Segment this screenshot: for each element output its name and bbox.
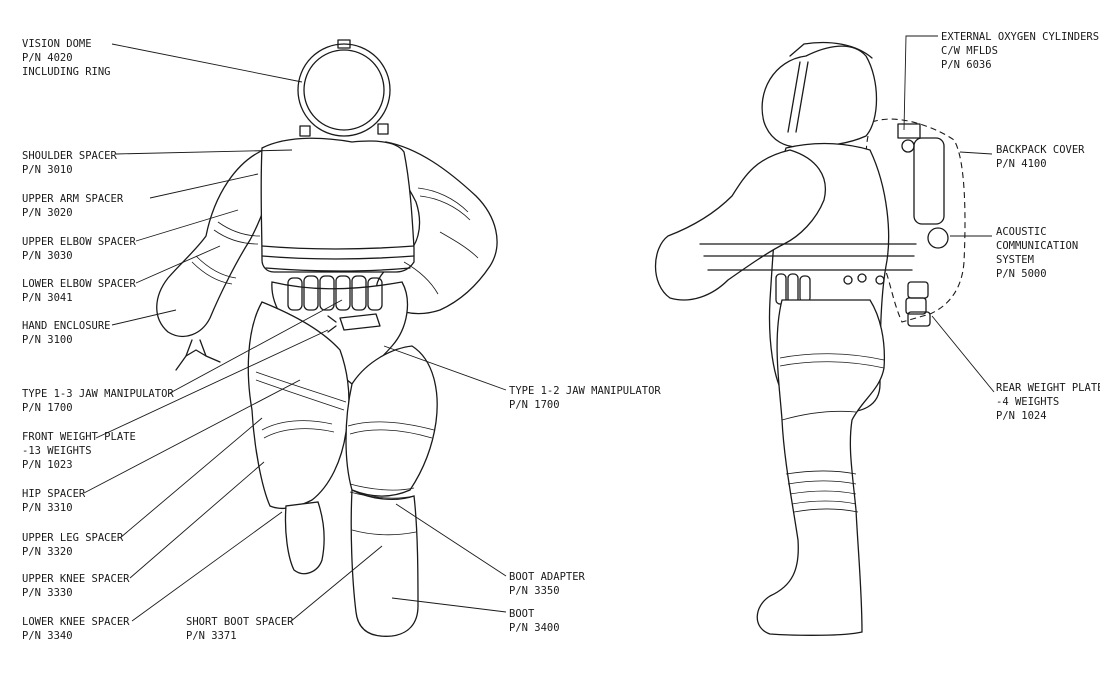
- front-left-leg: [345, 345, 438, 497]
- callout-line: P/N 1700: [22, 402, 73, 414]
- callout-line: -13 WEIGHTS: [22, 445, 92, 457]
- callout-type-1-2-jaw-manipulator: TYPE 1-2 JAW MANIPULATOR P/N 1700: [509, 385, 667, 411]
- callout-backpack-cover: BACKPACK COVER P/N 4100: [996, 144, 1091, 170]
- callout-line: P/N 3020: [22, 207, 73, 219]
- callout-line: FRONT WEIGHT PLATE: [22, 431, 136, 443]
- callout-line: P/N 1023: [22, 459, 73, 471]
- callout-line: LOWER ELBOW SPACER: [22, 278, 136, 290]
- front-right-leg: [247, 301, 350, 510]
- callout-line: UPPER LEG SPACER: [22, 532, 124, 544]
- callout-line: ACOUSTIC: [996, 226, 1047, 238]
- callout-lower-elbow-spacer: LOWER ELBOW SPACER P/N 3041: [22, 278, 142, 304]
- callout-line: P/N 3400: [509, 622, 560, 634]
- callout-line: BOOT ADAPTER: [509, 571, 586, 583]
- leader-lines: [83, 35, 995, 623]
- callout-line: P/N 3041: [22, 292, 73, 304]
- side-view-suit: [655, 41, 966, 636]
- callout-line: P/N 1700: [509, 399, 560, 411]
- callout-hip-spacer: HIP SPACER P/N 3310: [22, 488, 92, 514]
- callout-upper-knee-spacer: UPPER KNEE SPACER P/N 3330: [22, 573, 136, 599]
- callout-line: P/N 5000: [996, 268, 1047, 280]
- front-jaw-manipulator-1-3: [175, 339, 221, 371]
- callout-line: -4 WEIGHTS: [996, 396, 1059, 408]
- callout-line: SYSTEM: [996, 254, 1034, 266]
- callout-external-oxygen-cylinders: EXTERNAL OXYGEN CYLINDERS C/W MFLDS P/N …: [941, 31, 1100, 71]
- callout-boot: BOOT P/N 3400: [509, 608, 560, 634]
- callout-line: BOOT: [509, 608, 535, 620]
- callout-lower-knee-spacer: LOWER KNEE SPACER P/N 3340: [22, 616, 136, 642]
- callout-line: BACKPACK COVER: [996, 144, 1085, 156]
- side-arm: [655, 149, 826, 301]
- callout-shoulder-spacer: SHOULDER SPACER P/N 3010: [22, 150, 123, 176]
- callout-line: UPPER KNEE SPACER: [22, 573, 130, 585]
- callout-line: TYPE 1-3 JAW MANIPULATOR: [22, 388, 174, 400]
- callout-line: P/N 3030: [22, 250, 73, 262]
- callout-front-weight-plate: FRONT WEIGHT PLATE -13 WEIGHTS P/N 1023: [22, 431, 142, 471]
- callout-line: P/N 4100: [996, 158, 1047, 170]
- callout-line: P/N 3100: [22, 334, 73, 346]
- callout-type-1-3-jaw-manipulator: TYPE 1-3 JAW MANIPULATOR P/N 1700: [22, 388, 180, 414]
- callout-boot-adapter: BOOT ADAPTER P/N 3350: [509, 571, 591, 597]
- front-jaw-manipulator-1-2: [327, 313, 381, 333]
- callout-line: C/W MFLDS: [941, 45, 998, 57]
- oxygen-cylinder: [913, 137, 945, 225]
- callout-acoustic-communication-system: ACOUSTIC COMMUNICATION SYSTEM P/N 5000: [996, 226, 1085, 280]
- callout-line: P/N 3320: [22, 546, 73, 558]
- callout-line: P/N 6036: [941, 59, 992, 71]
- callout-line: P/N 3340: [22, 630, 73, 642]
- front-left-arm: [156, 147, 277, 337]
- callout-hand-enclosure: HAND ENCLOSURE P/N 3100: [22, 320, 117, 346]
- callout-vision-dome: VISION DOME P/N 4020 INCLUDING RING: [22, 38, 111, 78]
- callout-line: P/N 1024: [996, 410, 1047, 422]
- front-helmet: [297, 39, 391, 137]
- callout-line: HIP SPACER: [22, 488, 86, 500]
- front-weight-plate-pockets: [287, 275, 383, 311]
- callout-line: VISION DOME: [22, 38, 92, 50]
- callout-line: P/N 3350: [509, 585, 560, 597]
- callout-line: P/N 4020: [22, 52, 73, 64]
- callout-rear-weight-plate: REAR WEIGHT PLATE -4 WEIGHTS P/N 1024: [996, 382, 1100, 422]
- side-helmet: [761, 45, 878, 148]
- callout-line: P/N 3010: [22, 164, 73, 176]
- callout-line: TYPE 1-2 JAW MANIPULATOR: [509, 385, 661, 397]
- callout-line: P/N 3371: [186, 630, 237, 642]
- front-view-suit: [156, 39, 498, 637]
- callout-line: COMMUNICATION: [996, 240, 1078, 252]
- callout-line: UPPER ARM SPACER: [22, 193, 124, 205]
- callout-line: P/N 3330: [22, 587, 73, 599]
- callout-line: SHORT BOOT SPACER: [186, 616, 294, 628]
- callout-line: SHOULDER SPACER: [22, 150, 118, 162]
- callout-line: EXTERNAL OXYGEN CYLINDERS: [941, 31, 1099, 43]
- side-leg: [756, 299, 886, 636]
- callout-line: UPPER ELBOW SPACER: [22, 236, 136, 248]
- callout-upper-leg-spacer: UPPER LEG SPACER P/N 3320: [22, 532, 129, 558]
- callout-line: HAND ENCLOSURE: [22, 320, 111, 332]
- callout-upper-arm-spacer: UPPER ARM SPACER P/N 3020: [22, 193, 129, 219]
- callout-line: REAR WEIGHT PLATE: [996, 382, 1100, 394]
- callout-line: INCLUDING RING: [22, 66, 111, 78]
- front-right-lower-leg: [284, 501, 325, 575]
- side-rear-weight-plate: [905, 281, 931, 327]
- callout-short-boot-spacer: SHORT BOOT SPACER P/N 3371: [186, 616, 300, 642]
- callout-upper-elbow-spacer: UPPER ELBOW SPACER P/N 3030: [22, 236, 142, 262]
- front-torso: [260, 137, 415, 273]
- acoustic-communication-unit: [927, 227, 949, 249]
- callout-line: P/N 3310: [22, 502, 73, 514]
- callout-line: LOWER KNEE SPACER: [22, 616, 130, 628]
